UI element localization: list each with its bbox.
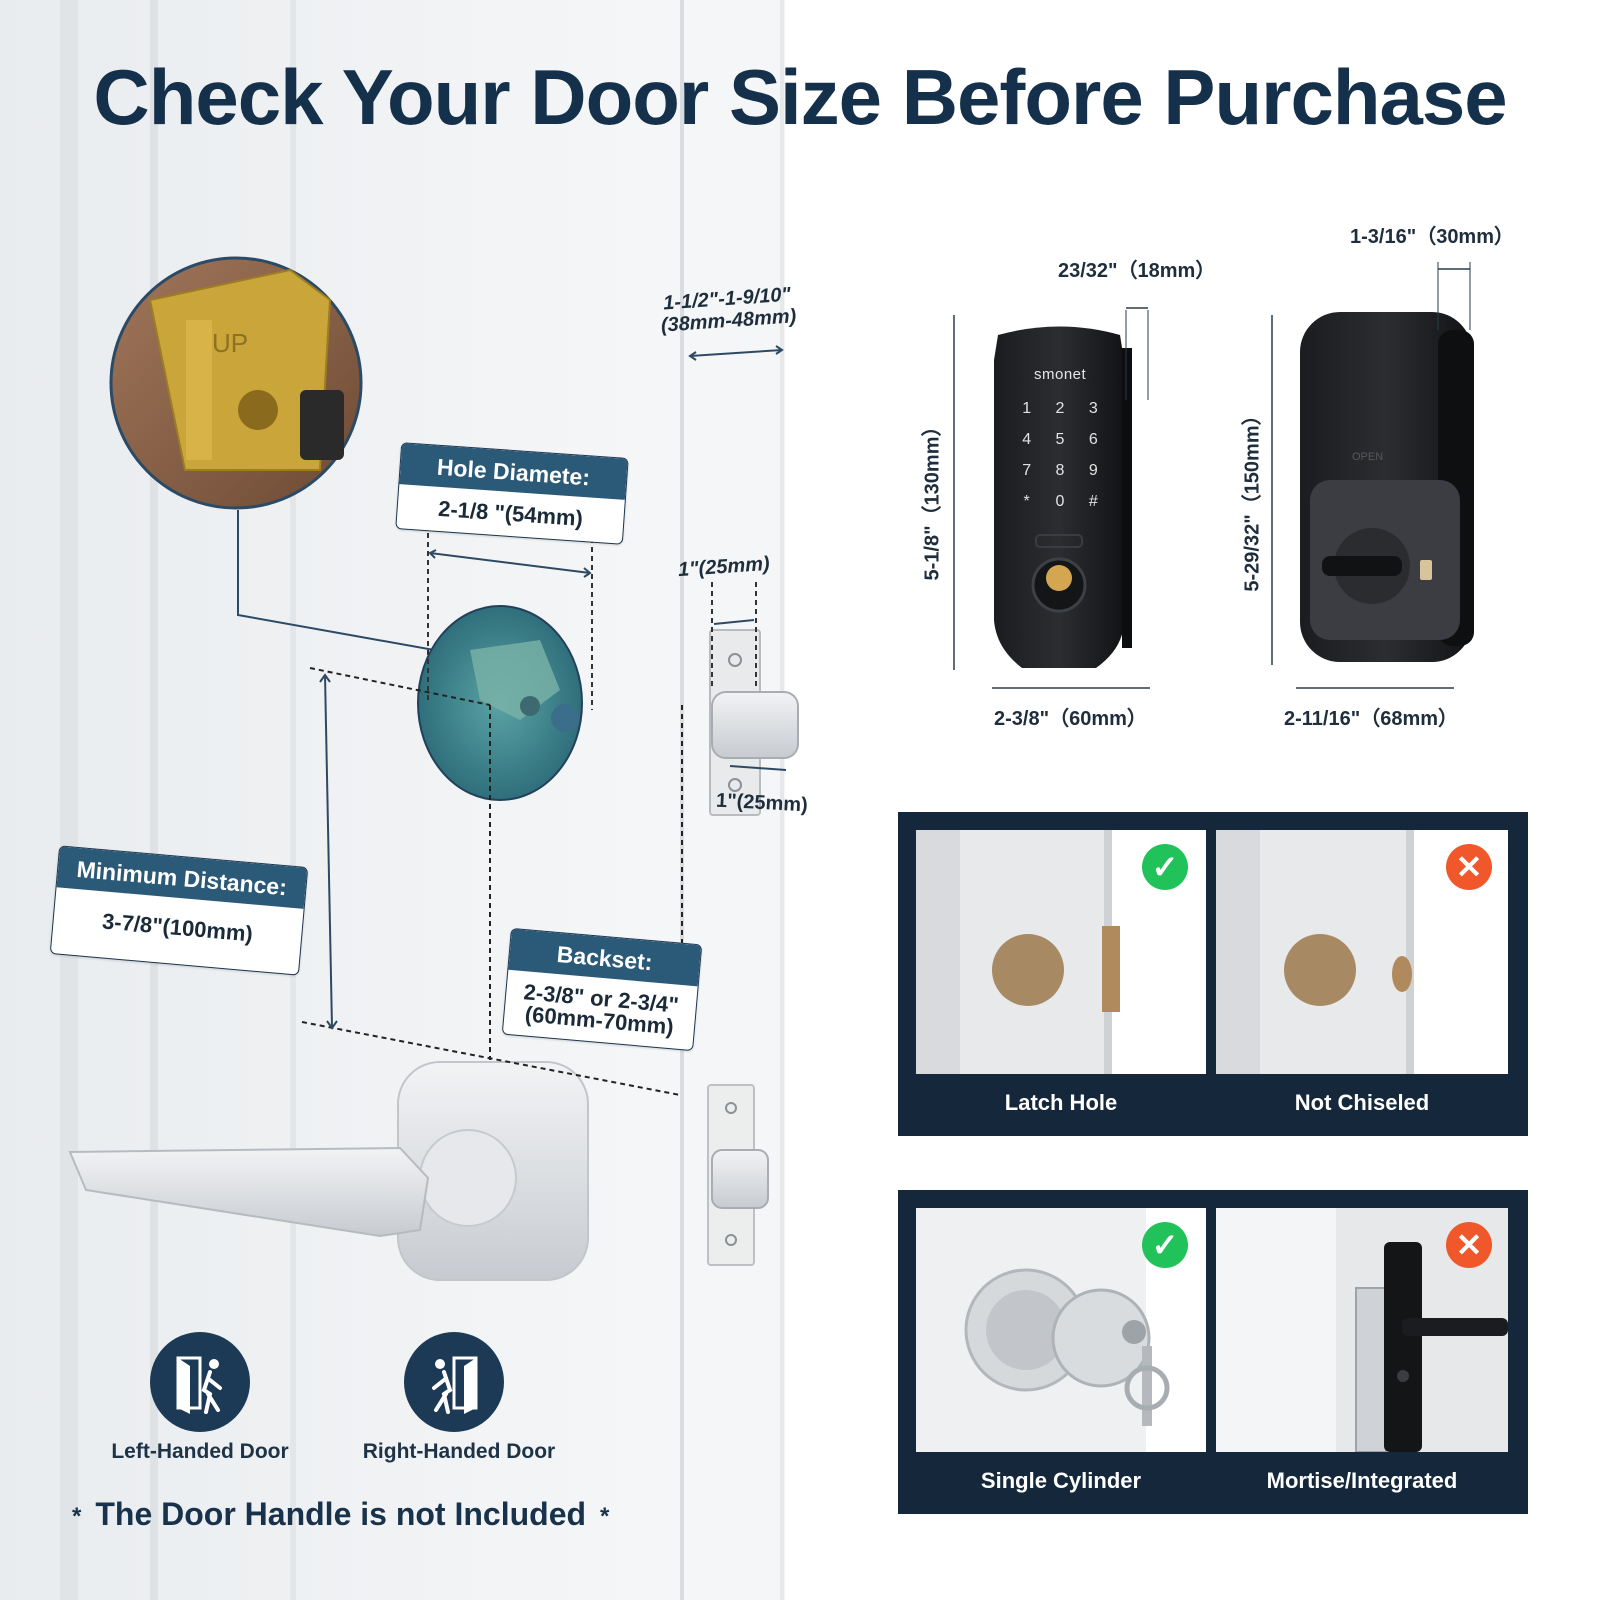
bolt-extension-label: 1"(25mm) [715,789,809,817]
minimum-distance-card: Minimum Distance: 3-7/8"(100mm) [49,845,309,976]
front-width-label: 2-3/8"（60mm） [994,708,1147,730]
keypad-key[interactable]: 4 [1022,431,1032,448]
keypad-key[interactable]: 1 [1022,400,1032,417]
keypad-key[interactable]: 7 [1022,462,1032,479]
right-handed-door-icon [404,1332,504,1432]
keypad-key[interactable]: * [1023,493,1030,510]
compat-label-mortise: Mortise/Integrated [1266,1468,1458,1493]
keypad-key[interactable]: 3 [1088,400,1098,417]
compat-cell-mortise: ✕ [1216,1208,1508,1452]
keypad-key[interactable]: 5 [1055,431,1065,448]
keypad: 1 2 3 4 5 6 7 8 9 * 0 # [1010,400,1110,511]
keypad-key[interactable]: 6 [1088,431,1098,448]
cross-icon: ✕ [1446,844,1492,890]
right-handed-door-label: Right-Handed Door [362,1440,556,1463]
check-icon: ✓ [1142,1222,1188,1268]
keypad-key[interactable]: 9 [1088,462,1098,479]
back-depth-label: 1-3/16"（30mm） [1350,226,1515,248]
note-star-left: * [72,1502,82,1530]
front-lock-brand: smonet [1034,366,1087,383]
door-face [0,0,780,1600]
compat-label-single-cylinder: Single Cylinder [980,1468,1142,1493]
note-star-right: * [600,1502,610,1530]
page-title: Check Your Door Size Before Purchase [93,53,1507,141]
front-depth-label: 23/32"（18mm） [1058,260,1216,282]
handle-not-included-note: * The Door Handle is not Included * [72,1496,609,1533]
compat-panel-cylinder: ✓ ✕ Single Cylinder Mortise/Integrated [898,1190,1528,1514]
strike-up-label: UP [212,328,248,358]
front-height-label: 5-1/8"（130mm） [921,416,944,581]
back-width-label: 2-11/16"（68mm） [1284,708,1459,730]
deadbolt [711,691,799,759]
keypad-key[interactable]: 2 [1055,400,1065,417]
keypad-key[interactable]: 8 [1055,462,1065,479]
compat-cell-single-cylinder: ✓ [916,1208,1206,1452]
keypad-key[interactable]: 0 [1055,493,1065,510]
cross-icon: ✕ [1446,1222,1492,1268]
compat-panel-latch: ✓ ✕ Latch Hole Not Chiseled [898,812,1528,1136]
note-text: The Door Handle is not Included [95,1496,587,1532]
back-height-label: 5-29/32"（150mm） [1241,405,1264,592]
back-lock-engraving: OPEN [1352,451,1383,463]
compat-cell-not-chiseled: ✕ [1216,830,1508,1074]
front-lock-body [994,326,1124,668]
left-handed-door-icon [150,1332,250,1432]
hole-diameter-card: Hole Diamete: 2-1/8 "(54mm) [395,442,629,545]
backset-card: Backset: 2-3/8" or 2-3/4" (60mm-70mm) [501,927,703,1052]
left-handed-door-label: Left-Handed Door [111,1440,289,1463]
check-icon: ✓ [1142,844,1188,890]
compat-cell-latch-hole: ✓ [916,830,1206,1074]
keypad-key[interactable]: # [1088,493,1098,510]
lever-arm [68,1146,430,1238]
compat-label-not-chiseled: Not Chiseled [1294,1090,1430,1115]
compat-label-latch-hole: Latch Hole [1004,1090,1118,1115]
